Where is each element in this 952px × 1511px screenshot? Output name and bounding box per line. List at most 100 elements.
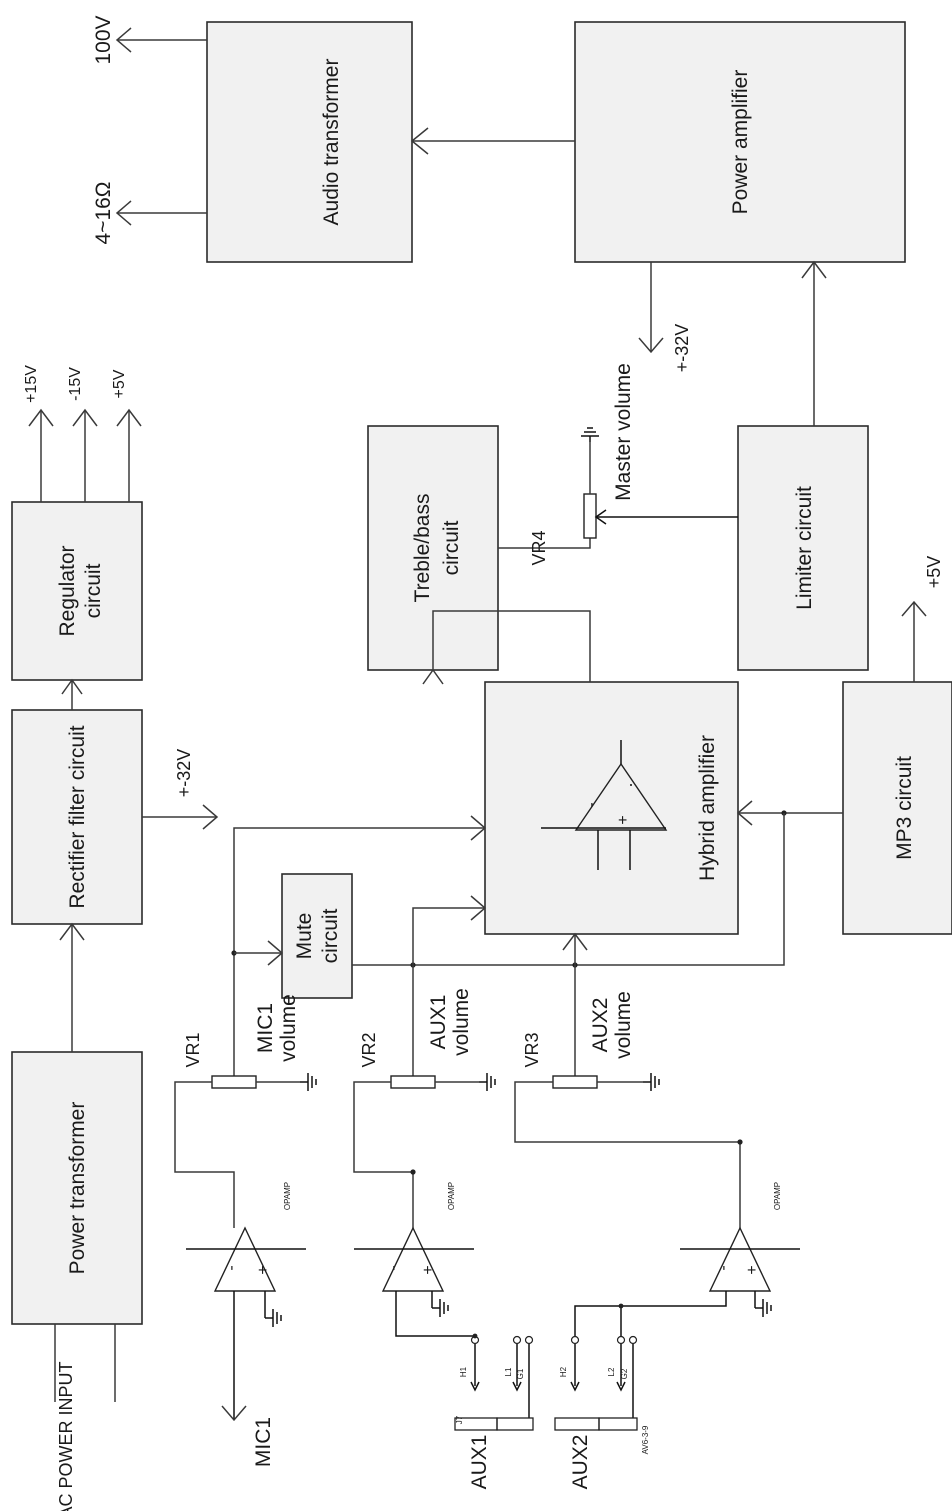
mic1-volume-label-2: volume (277, 994, 300, 1062)
vr3-potentiometer (552, 1075, 598, 1089)
mp3-to-hybrid-arrow (736, 800, 843, 826)
aux2-opamp-ground-icon (754, 1298, 772, 1318)
aux1-opamp-plus: + (420, 1265, 437, 1274)
aux2-opamp-label: OPAMP (773, 1182, 782, 1210)
mp3-5v-label: +5V (924, 556, 944, 589)
audio-transformer-label: Audio transformer (320, 59, 343, 226)
hybrid-opamp-minus: - (583, 802, 600, 807)
output-100v-label: 100V (92, 15, 115, 64)
mp3-5v-arrow (901, 600, 927, 682)
aux1-pin-h1: H1 (459, 1366, 468, 1377)
aux1-opamp-label: OPAMP (447, 1182, 456, 1210)
aux1-jack-ref: J7 (455, 1415, 464, 1424)
amp-32v-arrow (638, 262, 664, 354)
aux2-volume-label-1: AUX2 (589, 998, 612, 1053)
regulator-label-1: Regulator (56, 545, 79, 636)
ac-power-input-label: AC POWER INPUT (56, 1361, 76, 1511)
audio-transformer-block (206, 21, 413, 263)
mic1-to-mute-arrow (234, 940, 284, 966)
rectifier-32v-label: +-32V (174, 749, 194, 798)
limiter-to-amp-arrow (801, 260, 827, 426)
hybrid-amplifier-block (484, 681, 739, 935)
mic1-volume-label-1: MIC1 (254, 1003, 277, 1053)
reg-15v-minus-arrow (72, 408, 98, 502)
mic1-input-arrow (221, 1405, 247, 1422)
aux1-signal-path (412, 895, 487, 1066)
reg-15v-plus-label: +15V (23, 365, 40, 403)
limiter-circuit-block (737, 425, 869, 671)
amp-to-transformer-arrow (410, 127, 575, 155)
mute-circuit-block (281, 873, 353, 999)
hybrid-amplifier-label: Hybrid amplifier (696, 735, 719, 881)
power-amplifier-label: Power amplifier (729, 70, 752, 215)
rectifier-32v-arrow (142, 804, 219, 830)
output-100v-arrow (115, 27, 207, 53)
aux2-pin-l2: L2 (607, 1367, 616, 1376)
reg-5v-arrow (116, 408, 142, 502)
mic1-opamp-ground-icon (264, 1308, 282, 1328)
vr3-label: VR3 (522, 1032, 542, 1067)
output-ohm-arrow (115, 200, 207, 226)
transformer-to-rectifier-arrow (59, 922, 85, 1052)
mp3-circuit-block (842, 681, 952, 935)
master-volume-label: Master volume (612, 363, 635, 501)
vr1-input-wire (174, 1081, 235, 1228)
aux2-opamp-minus: - (715, 1265, 732, 1270)
aux1-volume-label-1: AUX1 (427, 995, 450, 1050)
reg-15v-plus-arrow (28, 408, 54, 502)
amp-32v-label: +-32V (672, 324, 692, 373)
vr4-ground-icon (580, 427, 600, 443)
aux2-signal-path (562, 932, 588, 1066)
rectifier-filter-block (11, 709, 143, 925)
mic1-signal-path (233, 815, 487, 1066)
regulator-circuit-block (11, 501, 143, 681)
vr1-ground-icon (299, 1072, 317, 1092)
vr4-potentiometer (583, 493, 597, 539)
mic1-opamp-minus: - (223, 1265, 240, 1270)
aux2-volume-label-2: volume (612, 991, 635, 1059)
aux2-feedback-dot (737, 1139, 743, 1145)
aux2-jack-part: AV6-3-9 (641, 1425, 650, 1454)
limiter-label: Limiter circuit (793, 486, 816, 610)
regulator-label-2: circuit (82, 563, 105, 618)
aux1-opamp-minus: - (385, 1265, 402, 1270)
treble-to-vr4-wire (498, 538, 591, 549)
hybrid-opamp-symbol (541, 740, 668, 870)
power-transformer-label: Power transformer (66, 1102, 89, 1275)
mic1-opamp-plus: + (255, 1265, 272, 1274)
vr1-potentiometer (211, 1075, 257, 1089)
aux2-opamp (621, 1226, 800, 1308)
aux2-input-label: AUX2 (569, 1435, 592, 1490)
mic1-opamp-label: OPAMP (283, 1182, 292, 1210)
aux1-pin-l1: L1 (504, 1367, 513, 1376)
aux1-opamp (354, 1226, 475, 1337)
rectifier-label: Rectifier filter circuit (66, 725, 89, 908)
power-amplifier-block (574, 21, 906, 263)
vr2-input-wire (353, 1081, 414, 1228)
hybrid-to-treble-arrow (422, 610, 591, 685)
aux1-volume-label-2: volume (450, 988, 473, 1056)
mute-control-bus (352, 813, 785, 966)
mp3-circuit-label: MP3 circuit (893, 756, 916, 860)
reg-15v-minus-label: -15V (67, 367, 84, 401)
mic1-opamp (186, 1226, 306, 1420)
treble-bass-label-2: circuit (440, 520, 463, 575)
aux1-pin-g1: G1 (516, 1368, 525, 1379)
output-ohm-label: 4~16Ω (92, 182, 115, 245)
treble-bass-label-1: Treble/bass (411, 494, 434, 603)
vr2-label: VR2 (359, 1032, 379, 1067)
vr4-label: VR4 (529, 530, 549, 565)
aux2-pin-h2: H2 (559, 1366, 568, 1377)
aux1-feedback-dot (410, 1169, 416, 1175)
vr3-input-wire (514, 1081, 741, 1228)
aux1-input-label: AUX1 (468, 1435, 491, 1490)
reg-5v-label: +5V (111, 369, 128, 398)
mic1-input-label: MIC1 (252, 1417, 275, 1467)
aux2-pin-g2: G2 (620, 1368, 629, 1379)
limiter-to-vr4-wiper (594, 509, 738, 525)
aux1-jack (454, 1333, 534, 1431)
aux2-opamp-plus: + (744, 1265, 761, 1274)
vr3-ground-icon (642, 1072, 660, 1092)
hybrid-opamp-plus: + (615, 815, 632, 824)
